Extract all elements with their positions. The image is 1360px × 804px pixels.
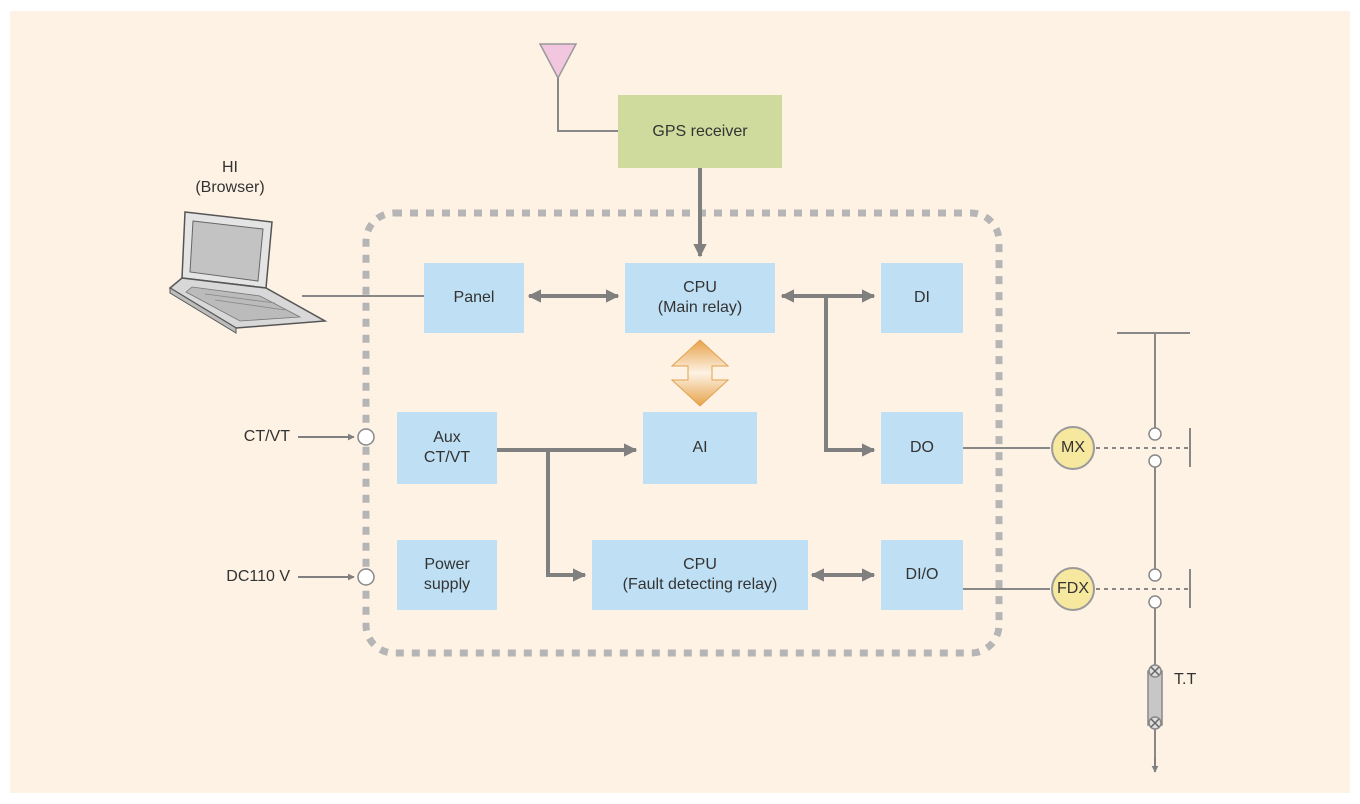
dio-label: DI/O [905,566,939,583]
hi-label-line2: (Browser) [195,179,265,196]
power-title: Power [424,556,470,573]
di-block: DI [881,263,963,333]
hi-label-line1: HI [222,159,238,176]
panel-block: Panel [424,263,524,333]
internal-bus-arrow [670,339,730,407]
cpu-fault-relay-block: CPU (Fault detecting relay) [592,540,808,610]
ctvt-input-label: CT/VT [243,428,290,445]
hi-label: HI (Browser) [180,158,280,198]
tt-label: T.T [1174,671,1197,688]
dc-input-label: DC110 V [226,568,290,585]
mx-breaker-circle: MX [1051,426,1095,470]
ai-label: AI [692,439,708,456]
laptop-icon [168,211,328,334]
ai-block: AI [643,412,757,484]
mechanical-links [1096,447,1190,590]
cpu-main-title: CPU [683,279,717,296]
cpu-main-relay-block: CPU (Main relay) [625,263,775,333]
aux-title: Aux [433,429,461,446]
fdx-label: FDX [1057,580,1089,597]
panel-label: Panel [453,289,495,306]
aux-ctvt-block: Aux CT/VT [397,412,497,484]
do-block: DO [881,412,963,484]
test-terminal-icon [1147,664,1163,730]
gps-receiver-label: GPS receiver [652,122,748,140]
power-supply-block: Power supply [397,540,497,610]
wires [302,295,1191,758]
di-label: DI [914,289,930,306]
antenna-icon [538,43,618,132]
gps-receiver-block: GPS receiver [618,95,782,168]
do-label: DO [910,439,934,456]
breaker-contacts [1148,427,1162,609]
aux-subtitle: CT/VT [423,449,471,466]
cpu-fault-subtitle: (Fault detecting relay) [622,576,778,593]
signal-arrows [497,168,876,582]
fdx-breaker-circle: FDX [1051,567,1095,611]
input-arrows [298,433,1159,773]
dio-block: DI/O [881,540,963,610]
cpu-fault-title: CPU [683,556,717,573]
mx-label: MX [1061,439,1085,456]
input-terminals [357,428,375,586]
power-subtitle: supply [423,576,471,593]
cpu-main-subtitle: (Main relay) [657,299,743,316]
